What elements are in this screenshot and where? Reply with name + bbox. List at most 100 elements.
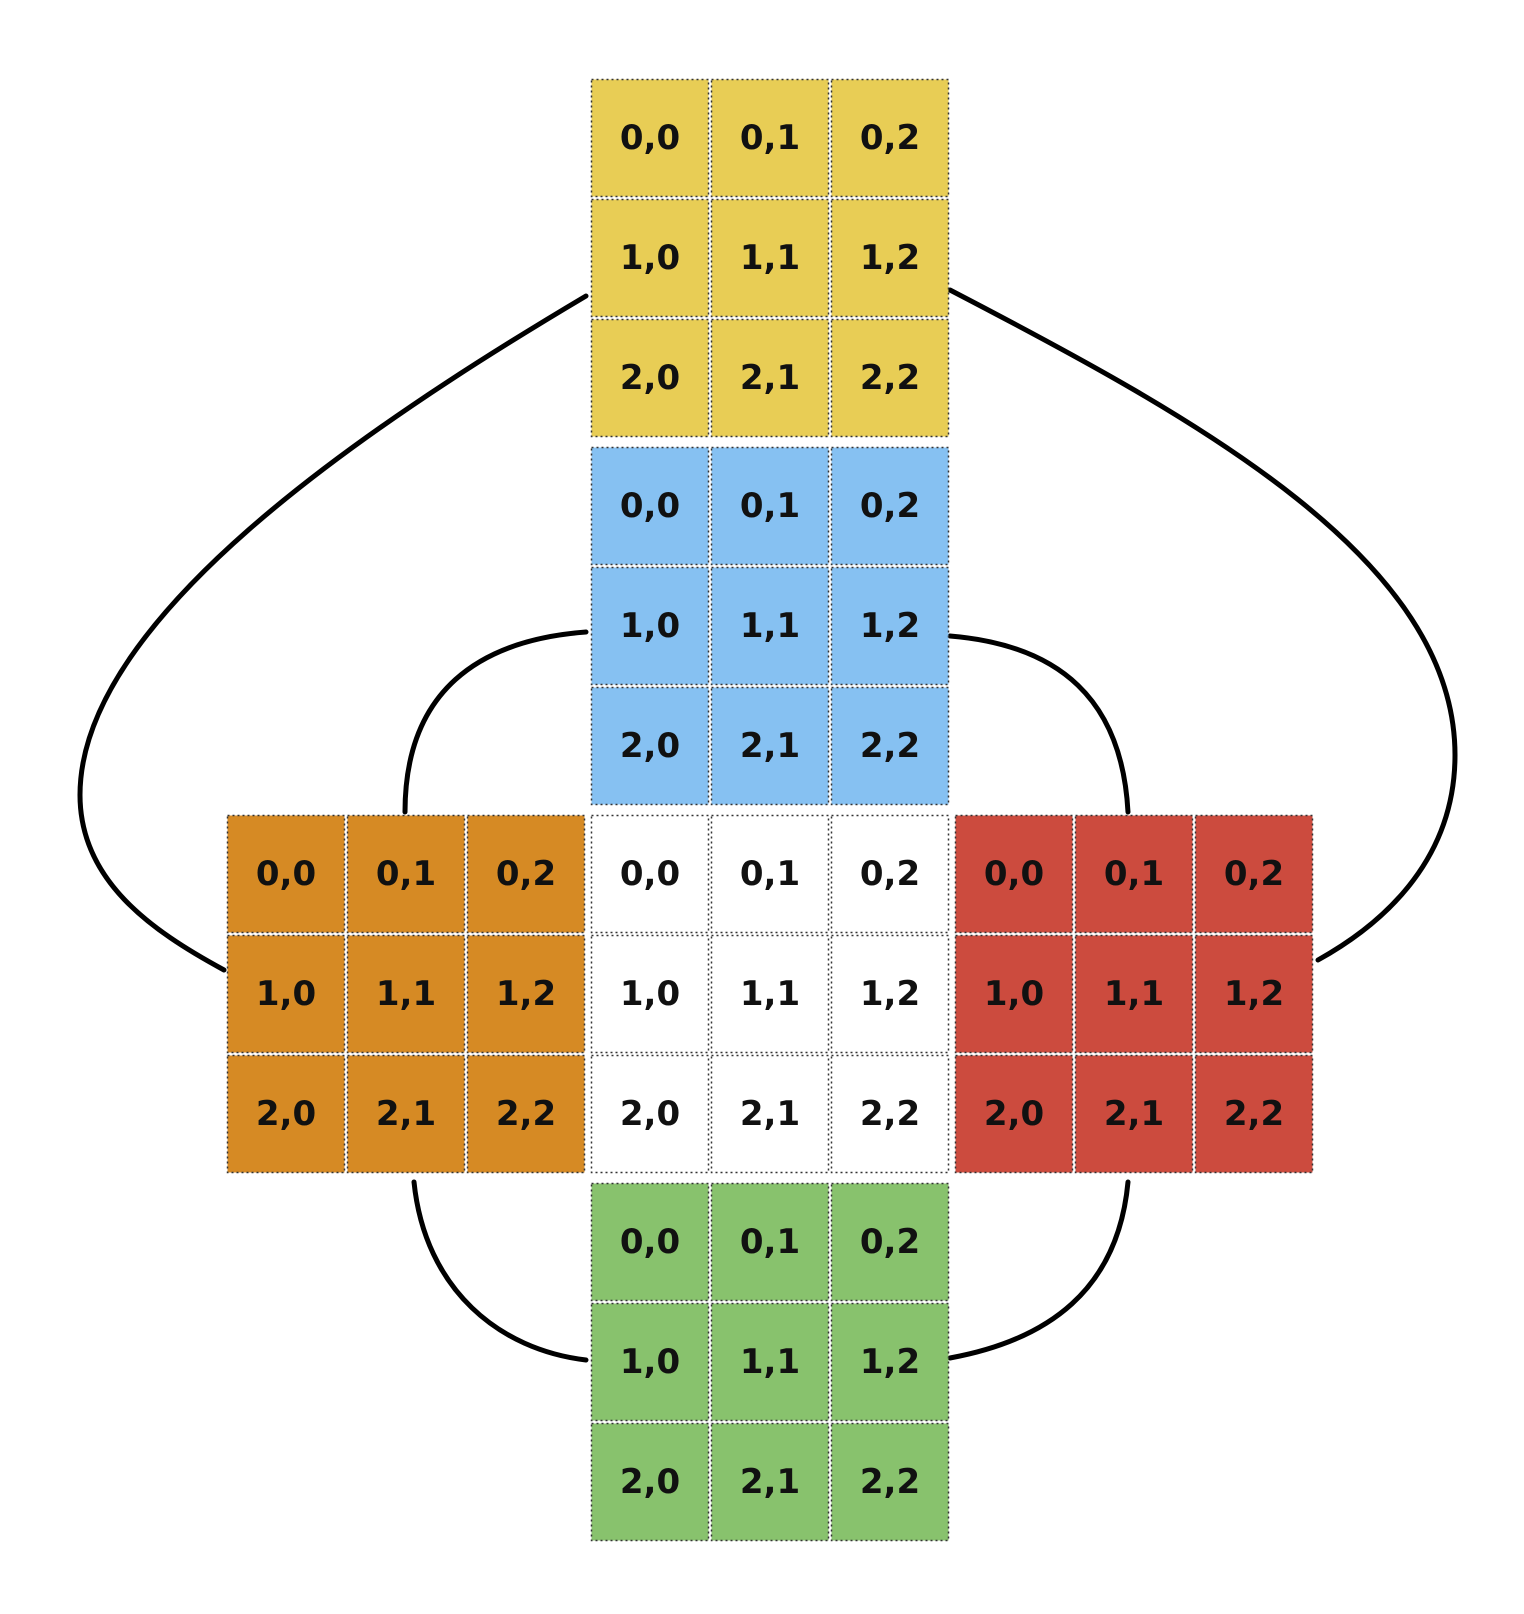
cell-label: 0,0 <box>984 854 1044 894</box>
face-center-cell-2-2: 2,2 <box>830 1054 950 1174</box>
cell-label: 1,0 <box>620 1342 680 1382</box>
face-bottom-cell-0-0: 0,0 <box>590 1182 710 1302</box>
face-left-cell-0-1: 0,1 <box>346 814 466 934</box>
cell-label: 0,1 <box>1104 854 1164 894</box>
cell-background <box>710 78 830 198</box>
cell-background <box>830 934 950 1054</box>
cell-background <box>1194 934 1314 1054</box>
face-left-cell-0-2: 0,2 <box>466 814 586 934</box>
face-bottom-cell-1-1: 1,1 <box>710 1302 830 1422</box>
cell-label: 0,1 <box>740 118 800 158</box>
cell-background <box>1074 814 1194 934</box>
face-center-cell-0-2: 0,2 <box>830 814 950 934</box>
cell-label: 2,0 <box>256 1094 316 1134</box>
face-center-cell-1-0: 1,0 <box>590 934 710 1054</box>
cell-background <box>346 1054 466 1174</box>
cell-label: 1,1 <box>740 238 800 278</box>
face-center-cell-1-2: 1,2 <box>830 934 950 1054</box>
cell-background <box>710 1182 830 1302</box>
cell-background <box>710 1054 830 1174</box>
cell-label: 1,2 <box>1224 974 1284 1014</box>
cell-label: 0,2 <box>860 118 920 158</box>
cell-label: 1,1 <box>740 1342 800 1382</box>
face-left-cell-1-2: 1,2 <box>466 934 586 1054</box>
cell-label: 1,0 <box>620 238 680 278</box>
cell-background <box>590 1302 710 1422</box>
cell-background <box>346 814 466 934</box>
cell-background <box>590 566 710 686</box>
cell-background <box>1194 1054 1314 1174</box>
cell-label: 2,2 <box>1224 1094 1284 1134</box>
face-back-cell-2-1: 2,1 <box>710 686 830 806</box>
face-center-cell-0-0: 0,0 <box>590 814 710 934</box>
cell-label: 2,2 <box>496 1094 556 1134</box>
cell-background <box>1194 814 1314 934</box>
cell-background <box>954 814 1074 934</box>
connector-layer <box>77 287 1458 1363</box>
cell-background <box>954 1054 1074 1174</box>
cell-label: 1,0 <box>620 606 680 646</box>
cell-label: 2,1 <box>1104 1094 1164 1134</box>
face-bottom-cell-2-1: 2,1 <box>710 1422 830 1542</box>
face-top-cell-2-0: 2,0 <box>590 318 710 438</box>
face-back-cell-0-1: 0,1 <box>710 446 830 566</box>
cell-background <box>954 934 1074 1054</box>
cell-label: 2,1 <box>740 1094 800 1134</box>
cell-label: 1,2 <box>496 974 556 1014</box>
face-center-cell-0-1: 0,1 <box>710 814 830 934</box>
face-left-cell-2-2: 2,2 <box>466 1054 586 1174</box>
cell-background <box>590 686 710 806</box>
cell-background <box>830 198 950 318</box>
face-left-cell-0-0: 0,0 <box>226 814 346 934</box>
cell-label: 2,1 <box>740 726 800 766</box>
cell-background <box>226 934 346 1054</box>
face-bottom-cell-0-2: 0,2 <box>830 1182 950 1302</box>
cell-label: 0,2 <box>860 854 920 894</box>
cell-background <box>710 814 830 934</box>
face-back-cell-2-0: 2,0 <box>590 686 710 806</box>
cell-label: 2,0 <box>620 358 680 398</box>
connector-right-to-bottom <box>947 1179 1131 1361</box>
face-back-cell-0-0: 0,0 <box>590 446 710 566</box>
face-right-cell-0-1: 0,1 <box>1074 814 1194 934</box>
cell-label: 1,0 <box>984 974 1044 1014</box>
cell-background <box>226 814 346 934</box>
face-left-cell-1-0: 1,0 <box>226 934 346 1054</box>
cell-label: 1,0 <box>620 974 680 1014</box>
cell-label: 0,1 <box>376 854 436 894</box>
cell-label: 0,0 <box>620 118 680 158</box>
cell-background <box>1074 934 1194 1054</box>
face-top-cell-1-2: 1,2 <box>830 198 950 318</box>
face-bottom-cell-2-2: 2,2 <box>830 1422 950 1542</box>
face-top-cell-2-2: 2,2 <box>830 318 950 438</box>
face-top-cell-0-2: 0,2 <box>830 78 950 198</box>
face-left-cell-2-1: 2,1 <box>346 1054 466 1174</box>
face-right-cell-1-2: 1,2 <box>1194 934 1314 1054</box>
cell-label: 0,0 <box>256 854 316 894</box>
face-top-cell-0-1: 0,1 <box>710 78 830 198</box>
cell-label: 0,0 <box>620 1222 680 1262</box>
cell-background <box>830 1182 950 1302</box>
connector-top-to-right <box>947 287 1458 963</box>
face-top-cell-1-0: 1,0 <box>590 198 710 318</box>
face-right-cell-2-2: 2,2 <box>1194 1054 1314 1174</box>
face-back-cell-2-2: 2,2 <box>830 686 950 806</box>
face-right-cell-2-0: 2,0 <box>954 1054 1074 1174</box>
cell-label: 2,2 <box>860 726 920 766</box>
cell-label: 0,2 <box>860 486 920 526</box>
face-right-cell-1-0: 1,0 <box>954 934 1074 1054</box>
cell-background <box>590 198 710 318</box>
cell-label: 0,0 <box>620 854 680 894</box>
cell-background <box>590 78 710 198</box>
cell-label: 1,2 <box>860 606 920 646</box>
cell-label: 1,2 <box>860 1342 920 1382</box>
cell-label: 0,1 <box>740 486 800 526</box>
face-top-cell-1-1: 1,1 <box>710 198 830 318</box>
cell-background <box>226 1054 346 1174</box>
cell-label: 0,1 <box>740 854 800 894</box>
cell-background <box>830 814 950 934</box>
